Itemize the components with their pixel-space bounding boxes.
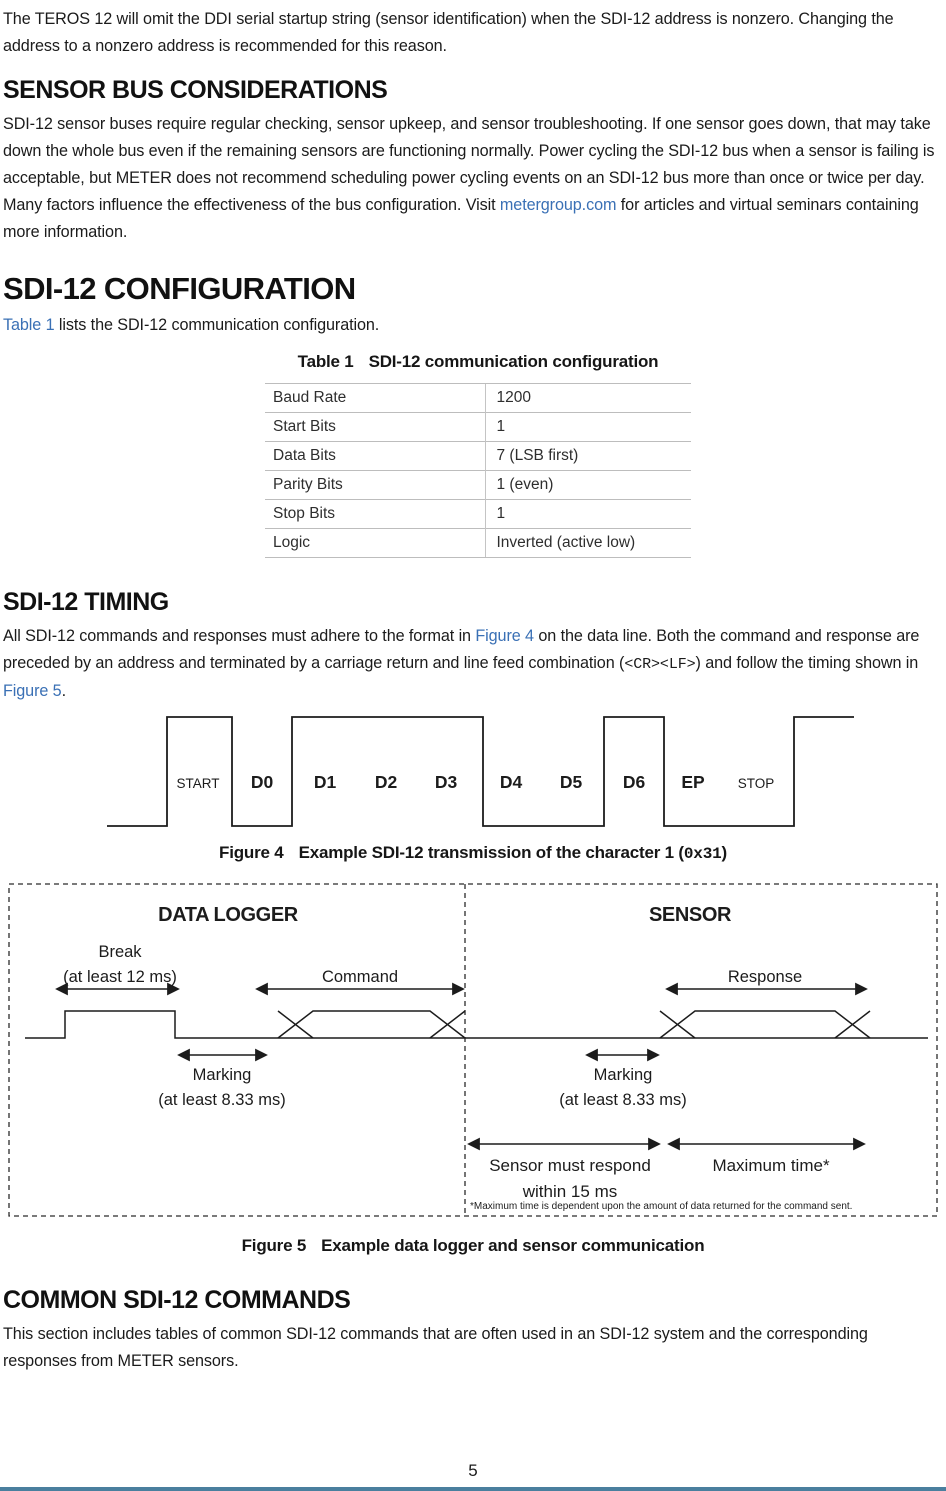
figure5-border bbox=[8, 883, 938, 1217]
respond-label-line1: Sensor must respond bbox=[489, 1156, 651, 1175]
configuration-paragraph: Table 1 lists the SDI-12 communication c… bbox=[3, 316, 380, 334]
bit-label-d2: D2 bbox=[375, 772, 398, 792]
sensor-bus-paragraph: SDI-12 sensor buses require regular chec… bbox=[3, 115, 935, 241]
bit-label-d0: D0 bbox=[251, 772, 274, 792]
marking-left-sublabel: (at least 8.33 ms) bbox=[158, 1091, 285, 1109]
bus-signal-line bbox=[25, 1010, 928, 1039]
heading-sdi12-timing: SDI-12 TIMING bbox=[3, 588, 169, 616]
table-row: Stop Bits 1 bbox=[265, 499, 691, 529]
marking-right-label: Marking bbox=[594, 1066, 653, 1084]
page-number: 5 bbox=[468, 1461, 478, 1480]
break-sublabel: (at least 12 ms) bbox=[63, 968, 177, 986]
figure4-caption: Figure 4 Example SDI-12 transmission of t… bbox=[3, 843, 943, 863]
intro-paragraph: The TEROS 12 will omit the DDI serial st… bbox=[3, 10, 894, 55]
figure4-caption-text: Example SDI-12 transmission of the chara… bbox=[298, 843, 728, 863]
heading-sensor-bus-considerations: SENSOR BUS CONSIDERATIONS bbox=[3, 76, 388, 104]
table-cell-value: 1 (even) bbox=[484, 470, 691, 500]
table1-title: Table 1 SDI-12 communication configuratio… bbox=[265, 352, 691, 372]
figure4-waveform: START D0 D1 D2 D3 D4 D5 D6 EP STOP bbox=[105, 711, 943, 835]
table1-title-label: Table 1 bbox=[297, 352, 354, 371]
break-label: Break bbox=[98, 943, 142, 961]
inline-link[interactable]: Table 1 bbox=[3, 316, 55, 334]
figure4-caption-label: Figure 4 bbox=[219, 843, 284, 862]
table-cell-value: 7 (LSB first) bbox=[484, 441, 691, 471]
page-accent-bar bbox=[0, 1487, 946, 1491]
figure5-caption: Figure 5 Example data logger and sensor c… bbox=[3, 1236, 943, 1256]
table1-container: Table 1 SDI-12 communication configuratio… bbox=[265, 352, 691, 558]
figure5-caption-label: Figure 5 bbox=[241, 1236, 307, 1255]
inline-code: 0x31 bbox=[683, 845, 722, 863]
figure5-diagram: DATA LOGGER SENSOR Break (at least 12 ms… bbox=[8, 883, 943, 1217]
heading-common-sdi12-commands: COMMON SDI-12 COMMANDS bbox=[3, 1286, 351, 1314]
sensor-title: SENSOR bbox=[649, 904, 732, 926]
command-data-burst bbox=[277, 1010, 466, 1039]
table-cell-label: Data Bits bbox=[265, 441, 485, 471]
data-logger-title: DATA LOGGER bbox=[158, 904, 299, 926]
marking-right-sublabel: (at least 8.33 ms) bbox=[559, 1091, 686, 1109]
bit-label-d4: D4 bbox=[500, 772, 523, 792]
inline-code: <CR><LF> bbox=[624, 656, 696, 673]
table-cell-label: Start Bits bbox=[265, 412, 485, 442]
inline-link[interactable]: metergroup.com bbox=[499, 196, 617, 214]
table-cell-label: Logic bbox=[265, 528, 485, 558]
command-label: Command bbox=[322, 968, 398, 986]
table-row: Parity Bits 1 (even) bbox=[265, 470, 691, 500]
table1-title-text: SDI-12 communication configuration bbox=[368, 352, 659, 371]
bit-label-ep: EP bbox=[681, 772, 705, 792]
timing-paragraph: All SDI-12 commands and responses must a… bbox=[3, 627, 920, 700]
table-row: Logic Inverted (active low) bbox=[265, 528, 691, 558]
response-label: Response bbox=[728, 968, 802, 986]
bit-label-start: START bbox=[176, 776, 219, 791]
table-cell-label: Stop Bits bbox=[265, 499, 485, 529]
sdi12-bit-waveform bbox=[107, 716, 854, 827]
table-cell-value: Inverted (active low) bbox=[484, 528, 691, 558]
commands-paragraph: This section includes tables of common S… bbox=[3, 1325, 868, 1370]
figure5-footnote: *Maximum time is dependent upon the amou… bbox=[470, 1201, 852, 1212]
table-cell-value: 1 bbox=[484, 412, 691, 442]
inline-link[interactable]: Figure 4 bbox=[475, 627, 534, 645]
bit-label-d5: D5 bbox=[560, 772, 583, 792]
table-cell-label: Parity Bits bbox=[265, 470, 485, 500]
bit-label-stop: STOP bbox=[738, 776, 775, 791]
table-cell-value: 1 bbox=[484, 499, 691, 529]
table-row: Data Bits 7 (LSB first) bbox=[265, 441, 691, 471]
response-data-burst bbox=[659, 1010, 871, 1039]
table-cell-label: Baud Rate bbox=[265, 383, 485, 413]
bit-label-d3: D3 bbox=[435, 772, 458, 792]
bit-label-d6: D6 bbox=[623, 772, 646, 792]
bit-label-d1: D1 bbox=[314, 772, 337, 792]
heading-sdi12-configuration: SDI-12 CONFIGURATION bbox=[3, 271, 356, 306]
maximum-time-label: Maximum time* bbox=[712, 1156, 830, 1175]
figure5-caption-text: Example data logger and sensor communica… bbox=[321, 1236, 705, 1255]
respond-label-line2: within 15 ms bbox=[522, 1182, 617, 1201]
table-row: Baud Rate 1200 bbox=[265, 383, 691, 413]
inline-link[interactable]: Figure 5 bbox=[3, 682, 62, 700]
table-cell-value: 1200 bbox=[484, 383, 691, 413]
marking-left-label: Marking bbox=[193, 1066, 252, 1084]
sdi12-config-table: Baud Rate 1200 Start Bits 1 Data Bits 7 … bbox=[265, 383, 691, 558]
table-row: Start Bits 1 bbox=[265, 412, 691, 442]
